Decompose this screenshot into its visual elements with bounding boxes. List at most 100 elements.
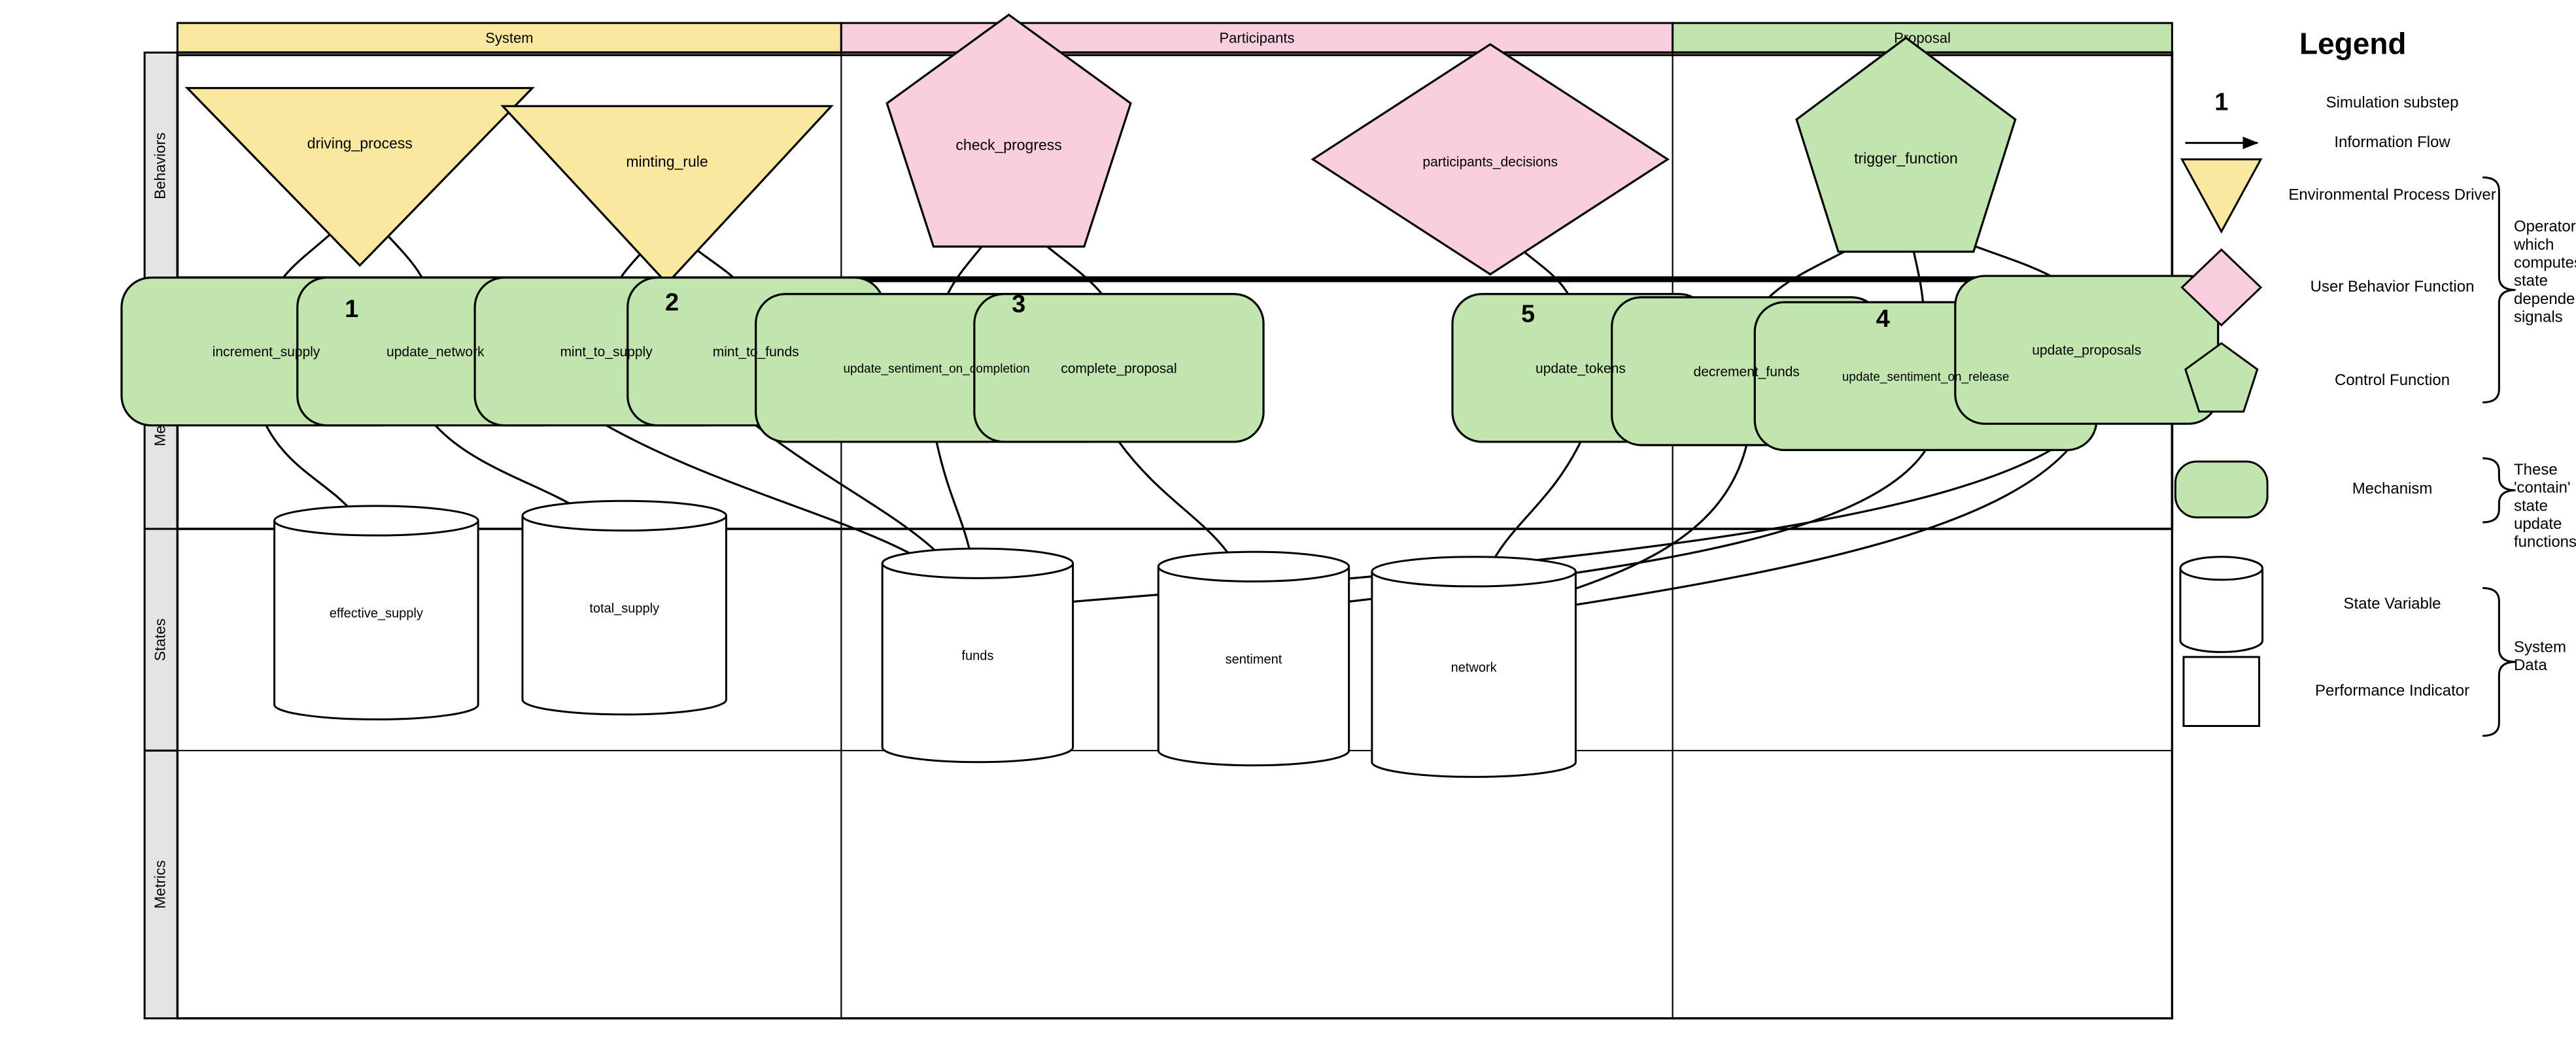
mechanism-node-update_network[interactable] [296, 276, 575, 427]
legend-brace-state-update-text-line-3: update [2514, 515, 2562, 533]
column-header-label-system: System [485, 30, 533, 46]
legend-brace-system-data [2482, 586, 2516, 737]
mechanism-node-mint_to_funds[interactable] [627, 276, 885, 427]
substep-number-1: 1 [345, 295, 358, 323]
legend-label-simulation-substep: Simulation substep [2326, 94, 2459, 112]
row-header-label-mechanisms: Mechanisms [151, 362, 168, 446]
information-flow-edge [1905, 212, 2088, 312]
legend-brace-operators-text-line-5: signals [2514, 308, 2563, 326]
mechanism-node-decrement_funds[interactable] [1611, 296, 1883, 447]
row-header-states [143, 528, 179, 752]
information-flow-edge [434, 424, 627, 563]
legend-symbol-state-variable [2179, 556, 2264, 653]
state-label-sentiment: sentiment [1226, 652, 1282, 667]
mechanism-node-increment_supply[interactable] [120, 276, 412, 427]
mechanism-node-mint_to_supply[interactable] [473, 276, 739, 427]
legend-label-state-variable: State Variable [2344, 595, 2441, 613]
information-flow-edge [1473, 423, 2088, 626]
legend-symbol-top-state-variable [2179, 568, 2264, 581]
legend-title: Legend [2299, 27, 2407, 61]
information-flow-edge [1469, 441, 1582, 622]
state-node-sentiment[interactable] [1157, 550, 1350, 767]
mechanism-label-update_sentiment_on_release: update_sentiment_on_release [1842, 370, 2010, 384]
state-node-network[interactable] [1371, 556, 1577, 778]
row-header-mechanisms [143, 278, 179, 530]
behavior-node-check_progress[interactable] [885, 13, 1132, 248]
row-body-behaviors [176, 51, 2174, 280]
mechanism-label-mint_to_funds: mint_to_funds [713, 345, 799, 360]
mechanism-node-update_proposals[interactable] [1954, 275, 2220, 425]
state-node-funds[interactable] [881, 547, 1074, 764]
behavior-node-trigger_function[interactable] [1795, 36, 2017, 253]
mechanism-label-update_tokens: update_tokens [1536, 361, 1626, 376]
information-flow-edge [1745, 212, 1907, 333]
legend-brace-operators-text-line-1: which [2513, 236, 2554, 254]
state-node-total_supply[interactable] [521, 499, 727, 716]
mechanism-node-update_sentiment_on_release[interactable] [1753, 301, 2098, 451]
behavior-node-driving_process[interactable] [184, 87, 535, 267]
state-node-top-total_supply [521, 515, 727, 531]
legend-brace-state-update-text-line-4: functions [2514, 533, 2576, 551]
legend-brace-system-data-text-line-1: Data [2514, 656, 2547, 674]
legend-label-performance-indicator: Performance Indicator [2315, 682, 2469, 700]
information-flow-edge [1118, 441, 1258, 614]
row-body-mechanisms [176, 278, 2174, 530]
legend-brace-operators [2482, 176, 2516, 404]
legend-symbol-simulation-substep: 1 [2214, 88, 2228, 116]
mechanism-label-increment_supply: increment_supply [213, 345, 320, 360]
column-header-label-participants: Participants [1220, 30, 1295, 46]
legend-brace-state-update-text-line-0: These [2514, 461, 2558, 479]
information-flow-edge [935, 441, 984, 611]
mechanism-node-complete_proposal[interactable] [973, 293, 1265, 443]
row-header-metrics [143, 749, 179, 1020]
information-flow-edge [933, 208, 1010, 330]
information-flow-edge [976, 423, 2087, 615]
state-node-effective_supply[interactable] [273, 505, 479, 720]
state-label-effective_supply: effective_supply [330, 606, 423, 620]
mechanism-node-update_sentiment_on_completion[interactable] [755, 293, 1119, 443]
information-flow-edge [1252, 449, 1927, 618]
substep-number-4: 4 [1876, 305, 1890, 333]
mechanism-node-update_tokens[interactable] [1451, 293, 1710, 443]
behavior-label-check_progress: check_progress [955, 137, 1061, 154]
mechanism-label-update_network: update_network [386, 345, 485, 360]
legend-brace-state-update [2482, 457, 2516, 524]
legend-label-control-function: Control Function [2335, 371, 2450, 389]
state-node-top-funds [881, 563, 1074, 579]
state-label-total_supply: total_supply [589, 601, 659, 616]
row-header-behaviors [143, 51, 179, 280]
mechanism-label-update_proposals: update_proposals [2032, 343, 2141, 358]
row-body-metrics [177, 750, 2173, 1019]
behavior-label-driving_process: driving_process [307, 135, 413, 152]
information-flow-edge [1008, 208, 1122, 330]
edge-layer [263, 203, 2088, 626]
legend-brace-operators-text-line-2: computes [2514, 254, 2576, 272]
information-flow-edge [358, 203, 439, 313]
mechanism-label-complete_proposal: complete_proposal [1061, 361, 1176, 376]
legend-brace-system-data-text-line-0: System [2514, 638, 2566, 656]
information-flow-edge [1473, 445, 1748, 623]
legend-brace-operators-text-line-0: Operators [2514, 218, 2576, 235]
legend-brace-state-update-text-line-2: state [2514, 497, 2548, 515]
row-header-label-metrics: Metrics [151, 860, 168, 909]
legend-brace-operators-text-line-4: dependent [2514, 290, 2576, 308]
behavior-node-participants_decisions[interactable] [1311, 42, 1670, 276]
column-header-label-proposal: Proposal [1894, 30, 1951, 46]
legend-symbol-user-behavior-function [2180, 248, 2263, 327]
state-label-network: network [1451, 660, 1498, 675]
information-flow-edge [606, 424, 979, 611]
state-node-top-network [1371, 571, 1577, 588]
information-flow-edge [263, 203, 361, 313]
row-header-label-states: States [151, 618, 168, 661]
legend-symbol-performance-indicator [2182, 656, 2261, 727]
information-flow-edge [603, 221, 668, 313]
behavior-label-participants_decisions: participants_decisions [1422, 154, 1558, 169]
mechanism-label-decrement_funds: decrement_funds [1694, 364, 1800, 379]
behavior-label-minting_rule: minting_rule [626, 153, 708, 170]
information-flow-edge [755, 424, 979, 611]
behavior-node-minting_rule[interactable] [500, 105, 834, 285]
legend-brace-operators-text-line-3: state [2514, 272, 2548, 290]
